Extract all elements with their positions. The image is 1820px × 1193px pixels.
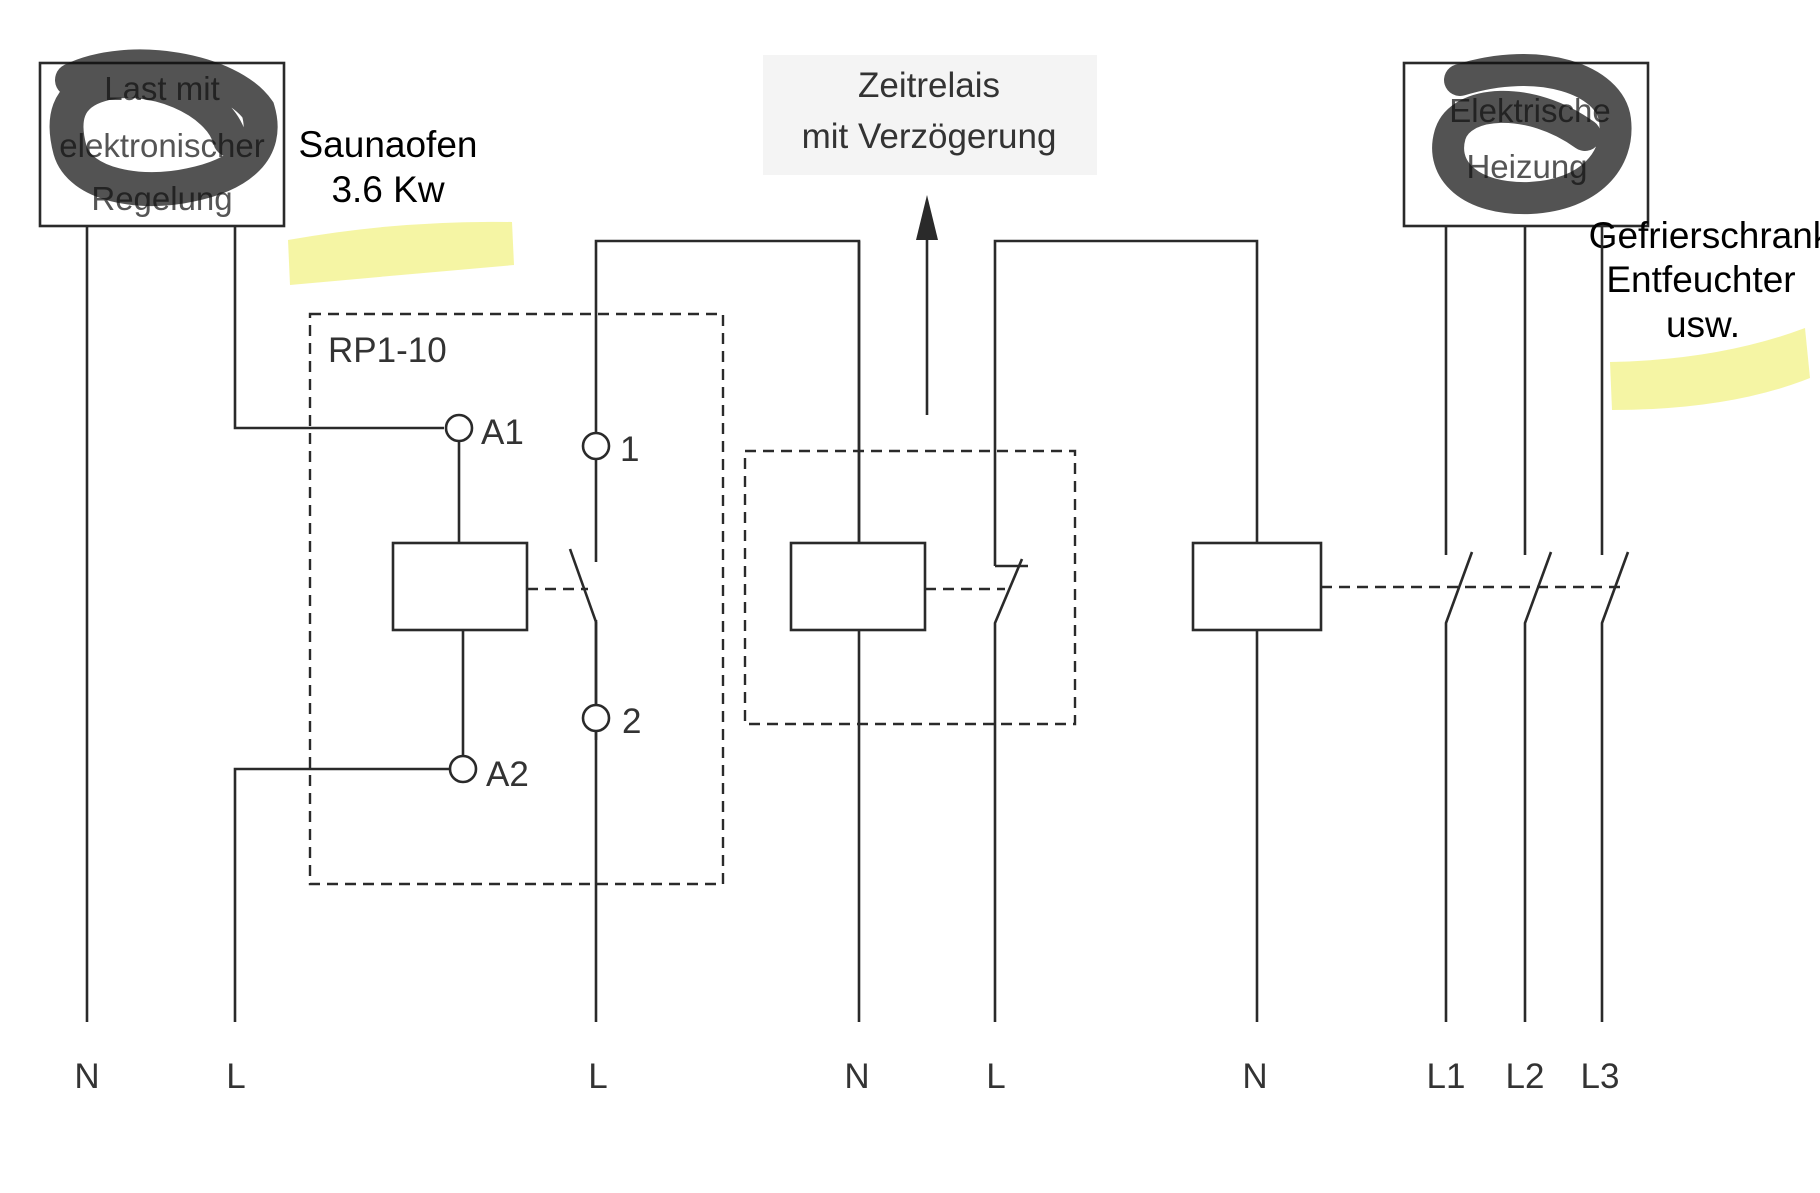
wire-timer-switch-to-contactor: [993, 239, 1259, 566]
terminal-a2: [448, 754, 478, 784]
wire-l-to-a1: [233, 226, 444, 430]
conductor-label-1: N: [74, 1057, 99, 1096]
timer-relay-caption-background: [763, 55, 1097, 175]
terminal-a2-label: A2: [486, 755, 529, 794]
conductor-label-9: L3: [1581, 1057, 1620, 1096]
wire-contact-1-loop-to-n: [594, 239, 861, 1022]
contactor-contact-l2: [1523, 551, 1553, 1022]
rp1-10-switch-blade: [568, 548, 598, 623]
contactor-coil: [1191, 541, 1323, 632]
conductor-label-6: N: [1242, 1057, 1267, 1096]
redaction-scribble-left: [49, 49, 278, 207]
conductor-label-7: L1: [1427, 1057, 1466, 1096]
conductor-label-4: N: [844, 1057, 869, 1096]
terminal-2: [581, 703, 611, 733]
timer-relay-switch-lower: [993, 558, 1024, 1022]
highlight-freezer: [1610, 328, 1810, 410]
terminal-1: [581, 431, 611, 461]
timer-relay-line-2: mit Verzögerung: [802, 117, 1057, 156]
terminal-2-label: 2: [622, 702, 641, 741]
rp1-10-module-outline: [308, 312, 725, 886]
contactor-contact-l1: [1444, 551, 1474, 1022]
timer-relay-line-1: Zeitrelais: [858, 66, 1000, 105]
conductor-label-2: L: [226, 1057, 245, 1096]
terminal-a1: [444, 413, 474, 443]
timer-relay-arrow-head: [916, 195, 938, 240]
freezer-note-line-2: Entfeuchter: [1606, 259, 1795, 300]
sauna-note-line-1: Saunaofen: [298, 124, 477, 165]
rp1-10-coil: [391, 541, 529, 632]
redaction-scribble-right: [1432, 54, 1632, 215]
conductor-label-5: L: [986, 1057, 1005, 1096]
sauna-note-line-2: 3.6 Kw: [331, 169, 444, 210]
highlight-sauna: [288, 221, 514, 285]
timer-relay-coil: [789, 541, 927, 632]
module-label: RP1-10: [328, 331, 447, 370]
terminal-a1-label: A1: [481, 413, 524, 452]
timer-relay-module-outline: [743, 449, 1077, 726]
freezer-note-line-1: Gefrierschrank: [1589, 215, 1820, 256]
conductor-label-3: L: [588, 1057, 607, 1096]
contactor-contact-l3: [1600, 551, 1630, 1022]
conductor-label-8: L2: [1506, 1057, 1545, 1096]
terminal-1-label: 1: [620, 430, 639, 469]
wire-l-to-a2: [233, 767, 450, 1022]
freezer-note-line-3: usw.: [1666, 304, 1740, 345]
